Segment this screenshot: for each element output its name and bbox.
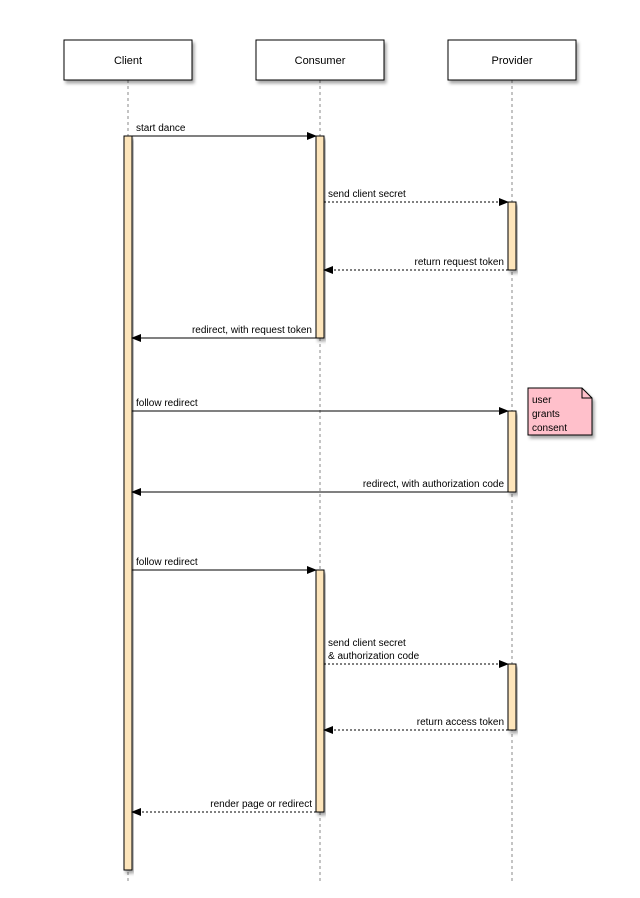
actor-box	[63, 39, 193, 81]
message-4: redirect, with request token	[131, 325, 316, 342]
message-label: follow redirect	[136, 557, 198, 568]
actor-label: Provider	[492, 55, 533, 67]
actor-box	[255, 39, 385, 81]
activation-consumer	[315, 135, 325, 339]
message-label: & authorization code	[328, 651, 420, 662]
message-5: follow redirect	[132, 398, 509, 415]
activation-client	[123, 135, 133, 871]
note-user-grants-consent: user grants consent	[527, 387, 593, 436]
actor-client: Client	[63, 39, 193, 81]
message-2: send client secret	[324, 189, 509, 206]
actor-provider: Provider	[447, 39, 577, 81]
message-3: return request token	[323, 257, 508, 274]
note-fold	[581, 388, 592, 399]
actor-consumer: Consumer	[255, 39, 385, 81]
note-text: consent	[532, 423, 567, 434]
actor-label: Consumer	[295, 55, 346, 67]
message-6: redirect, with authorization code	[131, 479, 508, 496]
note-text: user	[532, 395, 552, 406]
message-label: send client secret	[328, 638, 406, 649]
note-text: grants	[532, 409, 560, 420]
message-label: start dance	[136, 123, 186, 134]
activation-provider	[507, 410, 517, 493]
message-8: send client secret & authorization code	[324, 638, 509, 668]
message-label: redirect, with request token	[192, 325, 312, 336]
message-label: redirect, with authorization code	[363, 479, 505, 490]
message-7: follow redirect	[132, 557, 317, 574]
activation-provider	[507, 663, 517, 731]
message-label: render page or redirect	[210, 799, 312, 810]
activation-provider	[507, 201, 517, 271]
message-label: return request token	[415, 257, 505, 268]
message-10: render page or redirect	[131, 799, 316, 816]
message-9: return access token	[323, 717, 508, 734]
message-label: return access token	[417, 717, 504, 728]
message-label: send client secret	[328, 189, 406, 200]
message-1: start dance	[132, 123, 317, 140]
activation-consumer	[315, 569, 325, 813]
note-box	[527, 387, 593, 436]
message-label: follow redirect	[136, 398, 198, 409]
actor-label: Client	[114, 55, 142, 67]
actor-box	[447, 39, 577, 81]
